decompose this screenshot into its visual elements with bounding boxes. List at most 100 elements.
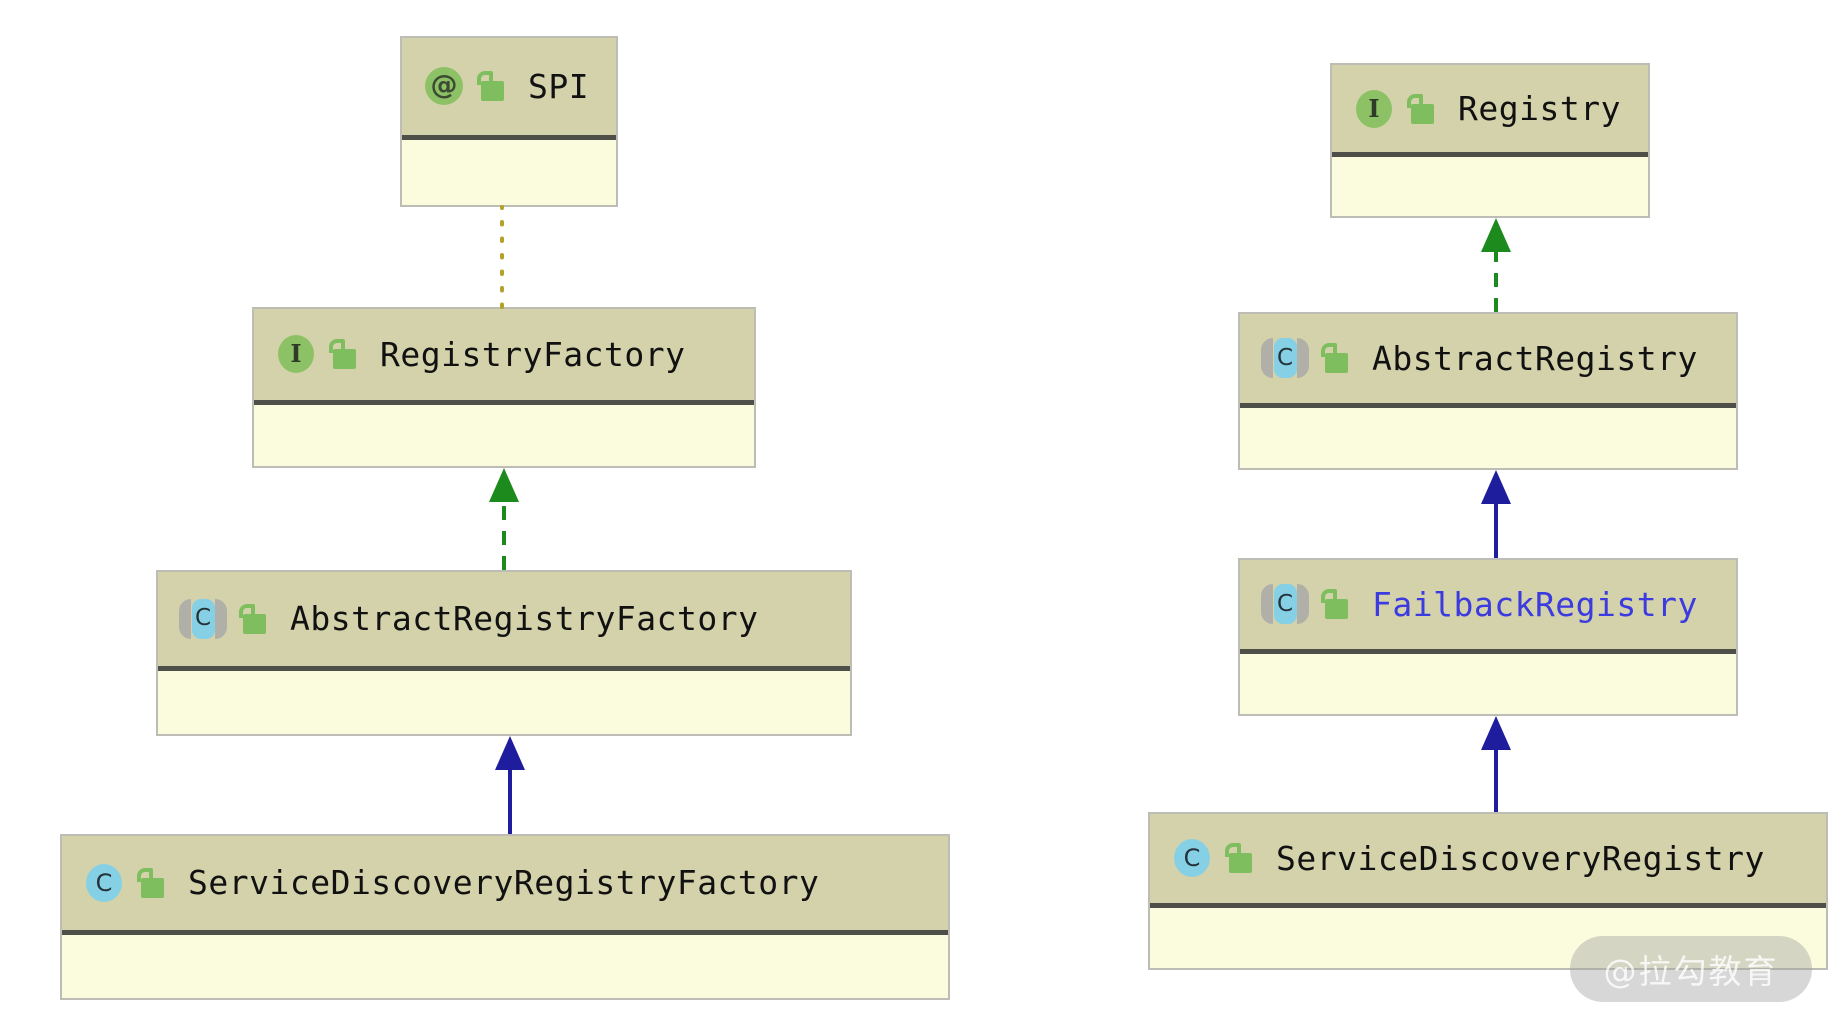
stereotype-disc: @ <box>425 67 463 106</box>
connector-graphic <box>500 205 504 309</box>
class-c-icon: C <box>1172 838 1212 878</box>
abstract-bracket-right <box>1297 338 1309 379</box>
uml-class-name: AbstractRegistryFactory <box>290 599 759 639</box>
connector-arrowhead <box>495 736 525 770</box>
lock-shackle <box>1225 843 1241 858</box>
lock-shackle <box>1321 589 1337 604</box>
annotation-at-icon: @ <box>424 66 464 106</box>
lock-body <box>1229 853 1252 874</box>
edge-failbackregistry-abstractregistry <box>1479 470 1513 558</box>
lock-body <box>1325 353 1348 374</box>
public-open-lock-icon <box>1224 841 1254 875</box>
uml-class-registry-factory[interactable]: I RegistryFactory <box>252 307 756 468</box>
uml-class-members <box>402 139 616 205</box>
watermark: @拉勾教育 <box>1570 936 1812 1002</box>
uml-class-name: RegistryFactory <box>380 334 686 374</box>
uml-class-name: SPI <box>528 66 590 106</box>
stereotype-disc: C <box>191 598 215 639</box>
lock-shackle <box>239 603 255 618</box>
uml-class-name: ServiceDiscoveryRegistryFactory <box>188 863 820 903</box>
uml-class-header: C AbstractRegistry <box>1240 314 1736 408</box>
connector-graphic <box>1481 716 1511 812</box>
abstract-bracket-left <box>1261 338 1273 379</box>
stereotype-disc: C <box>1273 338 1297 379</box>
uml-class-header: C ServiceDiscoveryRegistry <box>1150 814 1826 908</box>
lock-shackle <box>1407 93 1423 108</box>
stereotype-disc: I <box>278 335 314 374</box>
stereotype-glyph: C <box>194 605 212 632</box>
lock-body <box>141 877 164 898</box>
abstract-class-c-icon: C <box>179 598 227 639</box>
uml-class-name: ServiceDiscoveryRegistry <box>1276 838 1765 878</box>
uml-class-abstract-registry[interactable]: C AbstractRegistry <box>1238 312 1738 470</box>
uml-class-members <box>1240 407 1736 468</box>
stereotype-glyph: I <box>290 339 302 369</box>
uml-class-header: I RegistryFactory <box>254 309 754 405</box>
public-open-lock-icon <box>476 69 506 103</box>
uml-class-registry[interactable]: I Registry <box>1330 63 1650 218</box>
connector-arrowhead <box>1481 716 1511 750</box>
lock-body <box>481 81 504 102</box>
abstract-class-c-icon: C <box>1261 584 1309 625</box>
stereotype-disc: C <box>1174 839 1210 878</box>
uml-class-abstract-registry-factory[interactable]: C AbstractRegistryFactory <box>156 570 852 736</box>
connector-graphic <box>1481 470 1511 558</box>
lock-body <box>333 349 356 370</box>
stereotype-glyph: I <box>1368 93 1380 123</box>
lock-body <box>1325 599 1348 620</box>
edge-abstractregistryfactory-registryfactory <box>487 468 521 570</box>
uml-class-members <box>1150 907 1826 968</box>
uml-class-service-discovery-registry[interactable]: C ServiceDiscoveryRegistry <box>1148 812 1828 970</box>
public-open-lock-icon <box>1320 341 1350 375</box>
connector-graphic <box>489 468 519 570</box>
stereotype-glyph: C <box>1276 344 1294 371</box>
abstract-bracket-left <box>179 598 191 639</box>
uml-class-name: AbstractRegistry <box>1372 338 1698 378</box>
uml-class-name: Registry <box>1458 89 1621 129</box>
abstract-bracket-right <box>215 598 227 639</box>
stereotype-glyph: @ <box>430 69 458 101</box>
class-c-icon: C <box>84 863 124 903</box>
connector-graphic <box>495 736 525 834</box>
interface-i-icon: I <box>276 334 316 374</box>
stereotype-disc: I <box>1356 89 1392 128</box>
edge-abstractregistry-registry <box>1479 218 1513 312</box>
public-open-lock-icon <box>1320 587 1350 621</box>
uml-class-header: I Registry <box>1332 65 1648 158</box>
connector-arrowhead <box>489 468 519 502</box>
uml-class-members <box>1240 653 1736 714</box>
edge-servicediscoveryregistryfactory-abstractregistryfactory <box>493 736 527 834</box>
edge-servicediscoveryregistry-failbackregistry <box>1479 716 1513 812</box>
abstract-bracket-left <box>1261 584 1273 625</box>
uml-class-header: C AbstractRegistryFactory <box>158 572 850 671</box>
public-open-lock-icon <box>238 602 268 636</box>
uml-class-members <box>62 934 948 998</box>
public-open-lock-icon <box>1406 92 1436 126</box>
lock-shackle <box>137 867 153 882</box>
lock-body <box>1411 103 1434 124</box>
abstract-class-c-icon: C <box>1261 338 1309 379</box>
uml-class-header: C ServiceDiscoveryRegistryFactory <box>62 836 948 935</box>
stereotype-disc: C <box>1273 584 1297 625</box>
public-open-lock-icon <box>328 337 358 371</box>
lock-body <box>243 613 266 634</box>
stereotype-disc: C <box>86 863 122 902</box>
stereotype-glyph: C <box>1183 844 1201 873</box>
edge-registryfactory-spi <box>485 205 519 309</box>
public-open-lock-icon <box>136 866 166 900</box>
stereotype-glyph: C <box>95 868 113 897</box>
connector-graphic <box>1481 218 1511 312</box>
lock-shackle <box>477 71 493 86</box>
uml-class-header: @ SPI <box>402 38 616 140</box>
lock-shackle <box>1321 343 1337 358</box>
lock-shackle <box>329 339 345 354</box>
uml-class-spi[interactable]: @ SPI <box>400 36 618 207</box>
uml-class-members <box>1332 157 1648 216</box>
interface-i-icon: I <box>1354 89 1394 129</box>
uml-class-service-discovery-registry-factory[interactable]: C ServiceDiscoveryRegistryFactory <box>60 834 950 1000</box>
uml-class-members <box>254 404 754 466</box>
stereotype-glyph: C <box>1276 590 1294 617</box>
